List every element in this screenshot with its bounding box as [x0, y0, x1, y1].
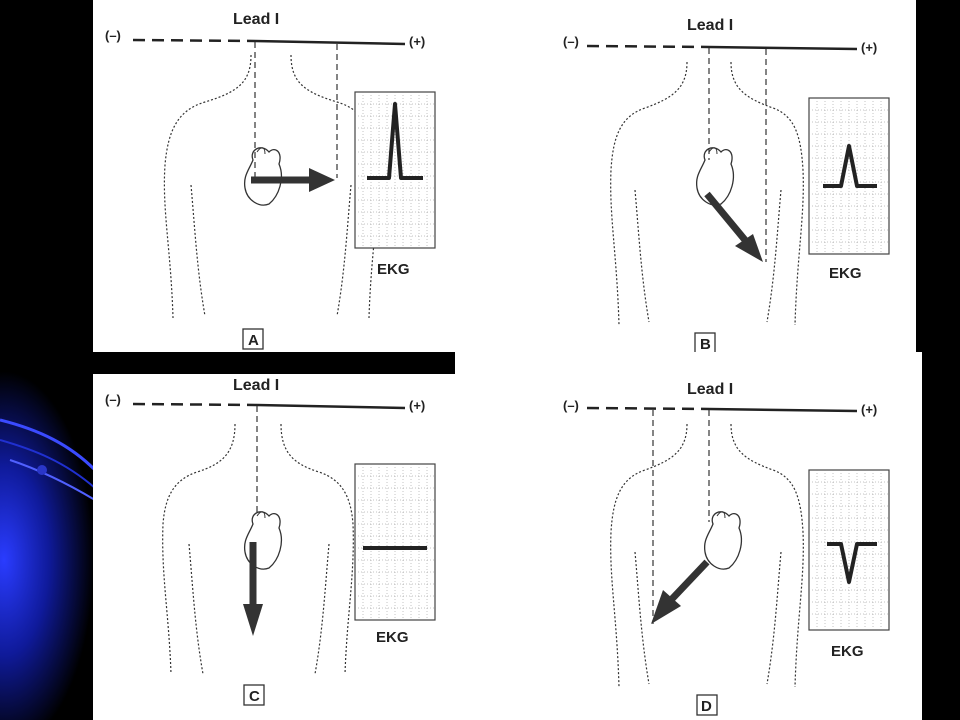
- negative-pole-label: (–): [563, 398, 579, 413]
- electrical-axis-arrow: [651, 559, 710, 624]
- heart-icon: [243, 147, 283, 206]
- panel-b-drawing: Lead I (–) (+): [563, 17, 890, 352]
- electrical-axis-arrow: [704, 191, 763, 262]
- panel-c: Lead I (–) (+): [93, 374, 455, 720]
- panel-letter-box: [243, 684, 265, 706]
- ekg-grid: [354, 91, 436, 249]
- panel-d: Lead I (–) (+): [455, 352, 922, 720]
- lead-label: Lead I: [687, 381, 733, 398]
- negative-pole-label: (–): [105, 28, 121, 43]
- projection-lines: [708, 48, 767, 262]
- panel-letter-box: [242, 328, 264, 350]
- positive-pole-label: (+): [409, 34, 425, 49]
- electrical-axis-arrow: [243, 542, 263, 636]
- panel-letter: C: [249, 688, 260, 705]
- ekg-label: EKG: [377, 261, 410, 278]
- heart-icon: [695, 147, 735, 206]
- panel-letter: B: [700, 336, 711, 352]
- ekg-grid: [808, 97, 890, 255]
- ekg-label: EKG: [829, 265, 862, 282]
- panel-a-drawing: Lead I (–) (+): [105, 11, 436, 350]
- lead-axis-line: [586, 44, 858, 51]
- heart-icon: [703, 511, 743, 570]
- heart-icon: [243, 511, 283, 570]
- panel-b: Lead I (–) (+): [455, 0, 916, 352]
- panel-letter: A: [248, 332, 259, 349]
- ekg-waveform: [367, 102, 423, 180]
- panel-c-drawing: Lead I (–) (+): [105, 377, 436, 706]
- lead-axis-line: [132, 402, 406, 410]
- ekg-label: EKG: [376, 629, 409, 646]
- panel-letter-box: [696, 694, 718, 716]
- torso-outline: [610, 423, 804, 688]
- ekg-label: EKG: [831, 643, 864, 660]
- negative-pole-label: (–): [563, 34, 579, 49]
- lead-label: Lead I: [233, 11, 279, 28]
- lead-label: Lead I: [687, 17, 733, 34]
- positive-pole-label: (+): [861, 40, 877, 55]
- projection-lines: [652, 410, 710, 624]
- panel-a: Lead I (–) (+): [93, 0, 455, 352]
- panel-letter-box: [694, 332, 716, 352]
- ekg-waveform: [823, 144, 877, 188]
- positive-pole-label: (+): [409, 398, 425, 413]
- negative-pole-label: (–): [105, 392, 121, 407]
- lead-label: Lead I: [233, 377, 279, 394]
- torso-outline: [610, 61, 804, 326]
- ekg-grid: [354, 463, 436, 621]
- ekg-waveform: [827, 542, 877, 584]
- lead-axis-line: [586, 406, 858, 413]
- positive-pole-label: (+): [861, 402, 877, 417]
- projection-lines: [254, 42, 338, 178]
- panel-letter: D: [701, 698, 712, 715]
- torso-outline: [162, 423, 354, 675]
- electrical-axis-arrow: [251, 168, 335, 192]
- panel-d-drawing: Lead I (–) (+): [563, 381, 890, 716]
- torso-outline: [163, 54, 379, 319]
- ekg-grid: [808, 469, 890, 631]
- lead-axis-line: [132, 38, 406, 46]
